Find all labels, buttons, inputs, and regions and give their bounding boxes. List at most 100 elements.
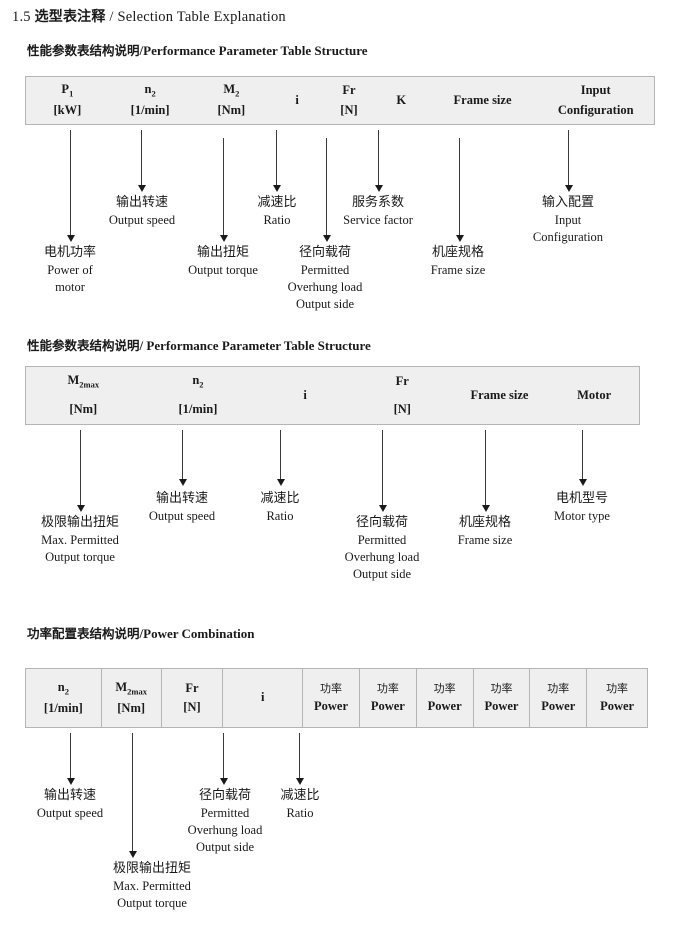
callout-max-permitted-output-torque: 极限输出扭矩 Max. Permitted Output torque (41, 514, 119, 566)
callout-permitted-overhung-load-3-en-1: Permitted (200, 805, 250, 820)
table-3-col-m2max: M2max [Nm] (102, 669, 162, 727)
table-3-col-i-symbol: i (260, 690, 265, 705)
arrow-to-permitted-overhung-load-2 (378, 430, 387, 512)
table-3-col-power-4: 功率 Power (474, 669, 531, 727)
table-3-col-power-2-en: Power (370, 698, 405, 713)
callout-max-permitted-output-torque-3-en-1: Max. Permitted (113, 878, 191, 893)
table-1-col-i-symbol: i (295, 92, 299, 107)
callout-permitted-overhung-load-3-en-2: Overhung load (187, 823, 263, 838)
callout-permitted-overhung-load-2-en-3: Output side (353, 567, 411, 582)
table-2-col-motor-symbol: Motor (577, 387, 612, 402)
table-1-col-m2: M2 [Nm] (191, 77, 271, 124)
callout-ratio-cn: 减速比 (257, 195, 297, 210)
table-1-col-p1-unit: [kW] (53, 103, 82, 118)
callout-max-permitted-output-torque-cn: 极限输出扭矩 (40, 515, 120, 530)
arrow-to-ratio-2 (276, 430, 285, 486)
callout-permitted-overhung-load-en-2: Overhung load (287, 280, 363, 295)
callout-output-speed-2-cn: 输出转速 (155, 491, 208, 506)
callout-motor-type-cn: 电机型号 (555, 491, 608, 506)
arrow-to-output-speed-2 (178, 430, 187, 486)
table-1-col-p1-sub: 1 (69, 88, 74, 99)
power-combination-table: n2 [1/min] M2max [Nm] Fr [N] i 功率 Power … (25, 668, 648, 728)
table-1-col-fr-unit: [N] (340, 102, 358, 117)
table-2-col-fr-unit: [N] (393, 401, 411, 416)
table-1-col-i: i (271, 77, 323, 124)
arrow-to-input-configuration (564, 130, 573, 192)
callout-max-permitted-output-torque-3-en-2: Output torque (117, 896, 187, 911)
table-3-col-m2max-unit: [Nm] (117, 700, 146, 715)
callout-frame-size-2-en-1: Frame size (457, 532, 513, 547)
table-3-col-n2: n2 [1/min] (26, 669, 102, 727)
table-2-col-n2-unit: [1/min] (178, 402, 218, 417)
table-3-col-power-6-cn: 功率 (606, 681, 629, 695)
table-1-col-k-symbol: K (396, 92, 407, 107)
table-3-col-i: i (223, 669, 304, 727)
callout-permitted-overhung-load-2-en-1: Permitted (357, 532, 407, 547)
table-1-col-n2-sub: 2 (151, 88, 156, 99)
page-title-cn: 选型表注释 (34, 9, 106, 25)
callout-output-speed-en-1: Output speed (108, 212, 176, 227)
table-3-col-fr-unit: [N] (183, 700, 201, 714)
performance-parameter-table-2: M2max [Nm] n2 [1/min] i Fr [N] Frame siz… (25, 366, 640, 425)
callout-permitted-overhung-load-en-3: Output side (296, 297, 354, 312)
callout-frame-size-cn: 机座规格 (431, 245, 484, 260)
table-2-col-m2max-unit: [Nm] (69, 402, 98, 417)
arrow-to-max-permitted-output-torque-3 (128, 733, 137, 858)
table-3-col-n2-symbol: n2 (57, 679, 69, 697)
table-3-col-power-4-en: Power (484, 698, 519, 713)
callout-output-speed-2: 输出转速 Output speed (149, 490, 215, 525)
callout-frame-size-en-1: Frame size (430, 262, 486, 277)
callout-frame-size-2-cn: 机座规格 (458, 515, 511, 530)
section-1-heading-cn: 性能参数表结构说明 (27, 43, 140, 58)
callout-max-permitted-output-torque-3: 极限输出扭矩 Max. Permitted Output torque (113, 860, 191, 912)
page-title-en: Selection Table Explanation (117, 9, 286, 25)
callout-motor-type-en-1: Motor type (554, 508, 610, 523)
callout-max-permitted-output-torque-en-2: Output torque (45, 550, 115, 565)
table-3-col-fr: Fr [N] (162, 669, 224, 727)
callout-output-speed-3: 输出转速 Output speed (37, 787, 103, 822)
table-3-col-m2max-symbol: M2max (115, 679, 147, 697)
callout-frame-size: 机座规格 Frame size (431, 244, 486, 279)
table-1-col-p1: P1 [kW] (26, 77, 109, 124)
table-2-col-n2-sub: 2 (199, 379, 204, 390)
callout-service-factor: 服务系数 Service factor (343, 194, 413, 229)
arrow-to-output-speed (137, 130, 146, 192)
callout-ratio-2: 减速比 Ratio (260, 490, 299, 525)
callout-permitted-overhung-load-cn: 径向载荷 (298, 245, 352, 260)
table-3-col-power-4-cn: 功率 (490, 681, 513, 695)
callout-max-permitted-output-torque-3-cn: 极限输出扭矩 (112, 861, 192, 876)
table-1-col-frame-size-symbol: Frame size (453, 92, 512, 107)
table-3-col-power-1-en: Power (314, 698, 349, 713)
callout-motor-type: 电机型号 Motor type (554, 490, 610, 525)
arrow-to-frame-size-2 (481, 430, 490, 512)
callout-output-speed: 输出转速 Output speed (109, 194, 175, 229)
section-3-heading-en: Power Combination (143, 626, 255, 641)
page-title-separator: / (109, 9, 114, 25)
arrow-to-max-permitted-output-torque (76, 430, 85, 512)
performance-parameter-table-1: P1 [kW] n2 [1/min] M2 [Nm] i Fr [N] K Fr… (25, 76, 655, 125)
table-2-col-m2max-symbol: M2max (67, 373, 100, 390)
arrow-to-permitted-overhung-load (322, 138, 331, 242)
section-2-heading-cn: 性能参数表结构说明 (27, 338, 140, 353)
callout-ratio-2-en-1: Ratio (266, 508, 294, 523)
table-1-col-fr-symbol: Fr (342, 83, 356, 98)
callout-input-configuration-cn: 输入配置 (541, 195, 595, 210)
table-3-col-power-3-cn: 功率 (433, 681, 456, 695)
table-1-col-input-configuration: Input Configuration (537, 77, 654, 124)
table-2-col-m2max-sub: 2max (79, 379, 100, 390)
arrow-to-motor-type (578, 430, 587, 486)
table-1-col-frame-size: Frame size (428, 77, 538, 124)
table-1-col-m2-symbol: M2 (223, 82, 240, 99)
section-2-heading: 性能参数表结构说明/ Performance Parameter Table S… (27, 335, 371, 354)
table-1-col-k: K (375, 77, 428, 124)
arrow-to-ratio-3 (295, 733, 304, 785)
table-3-col-n2-unit: [1/min] (43, 700, 83, 715)
callout-service-factor-cn: 服务系数 (351, 195, 405, 210)
table-2-col-motor: Motor (549, 367, 639, 424)
callout-output-torque-cn: 输出扭矩 (196, 245, 250, 260)
page-title: 1.5 选型表注释 / Selection Table Explanation (12, 6, 286, 26)
table-3-col-m2max-sub: 2max (127, 686, 147, 697)
table-3-col-power-3-en: Power (427, 698, 462, 713)
section-3-heading-separator: / (139, 626, 144, 641)
callout-ratio: 减速比 Ratio (257, 194, 296, 229)
